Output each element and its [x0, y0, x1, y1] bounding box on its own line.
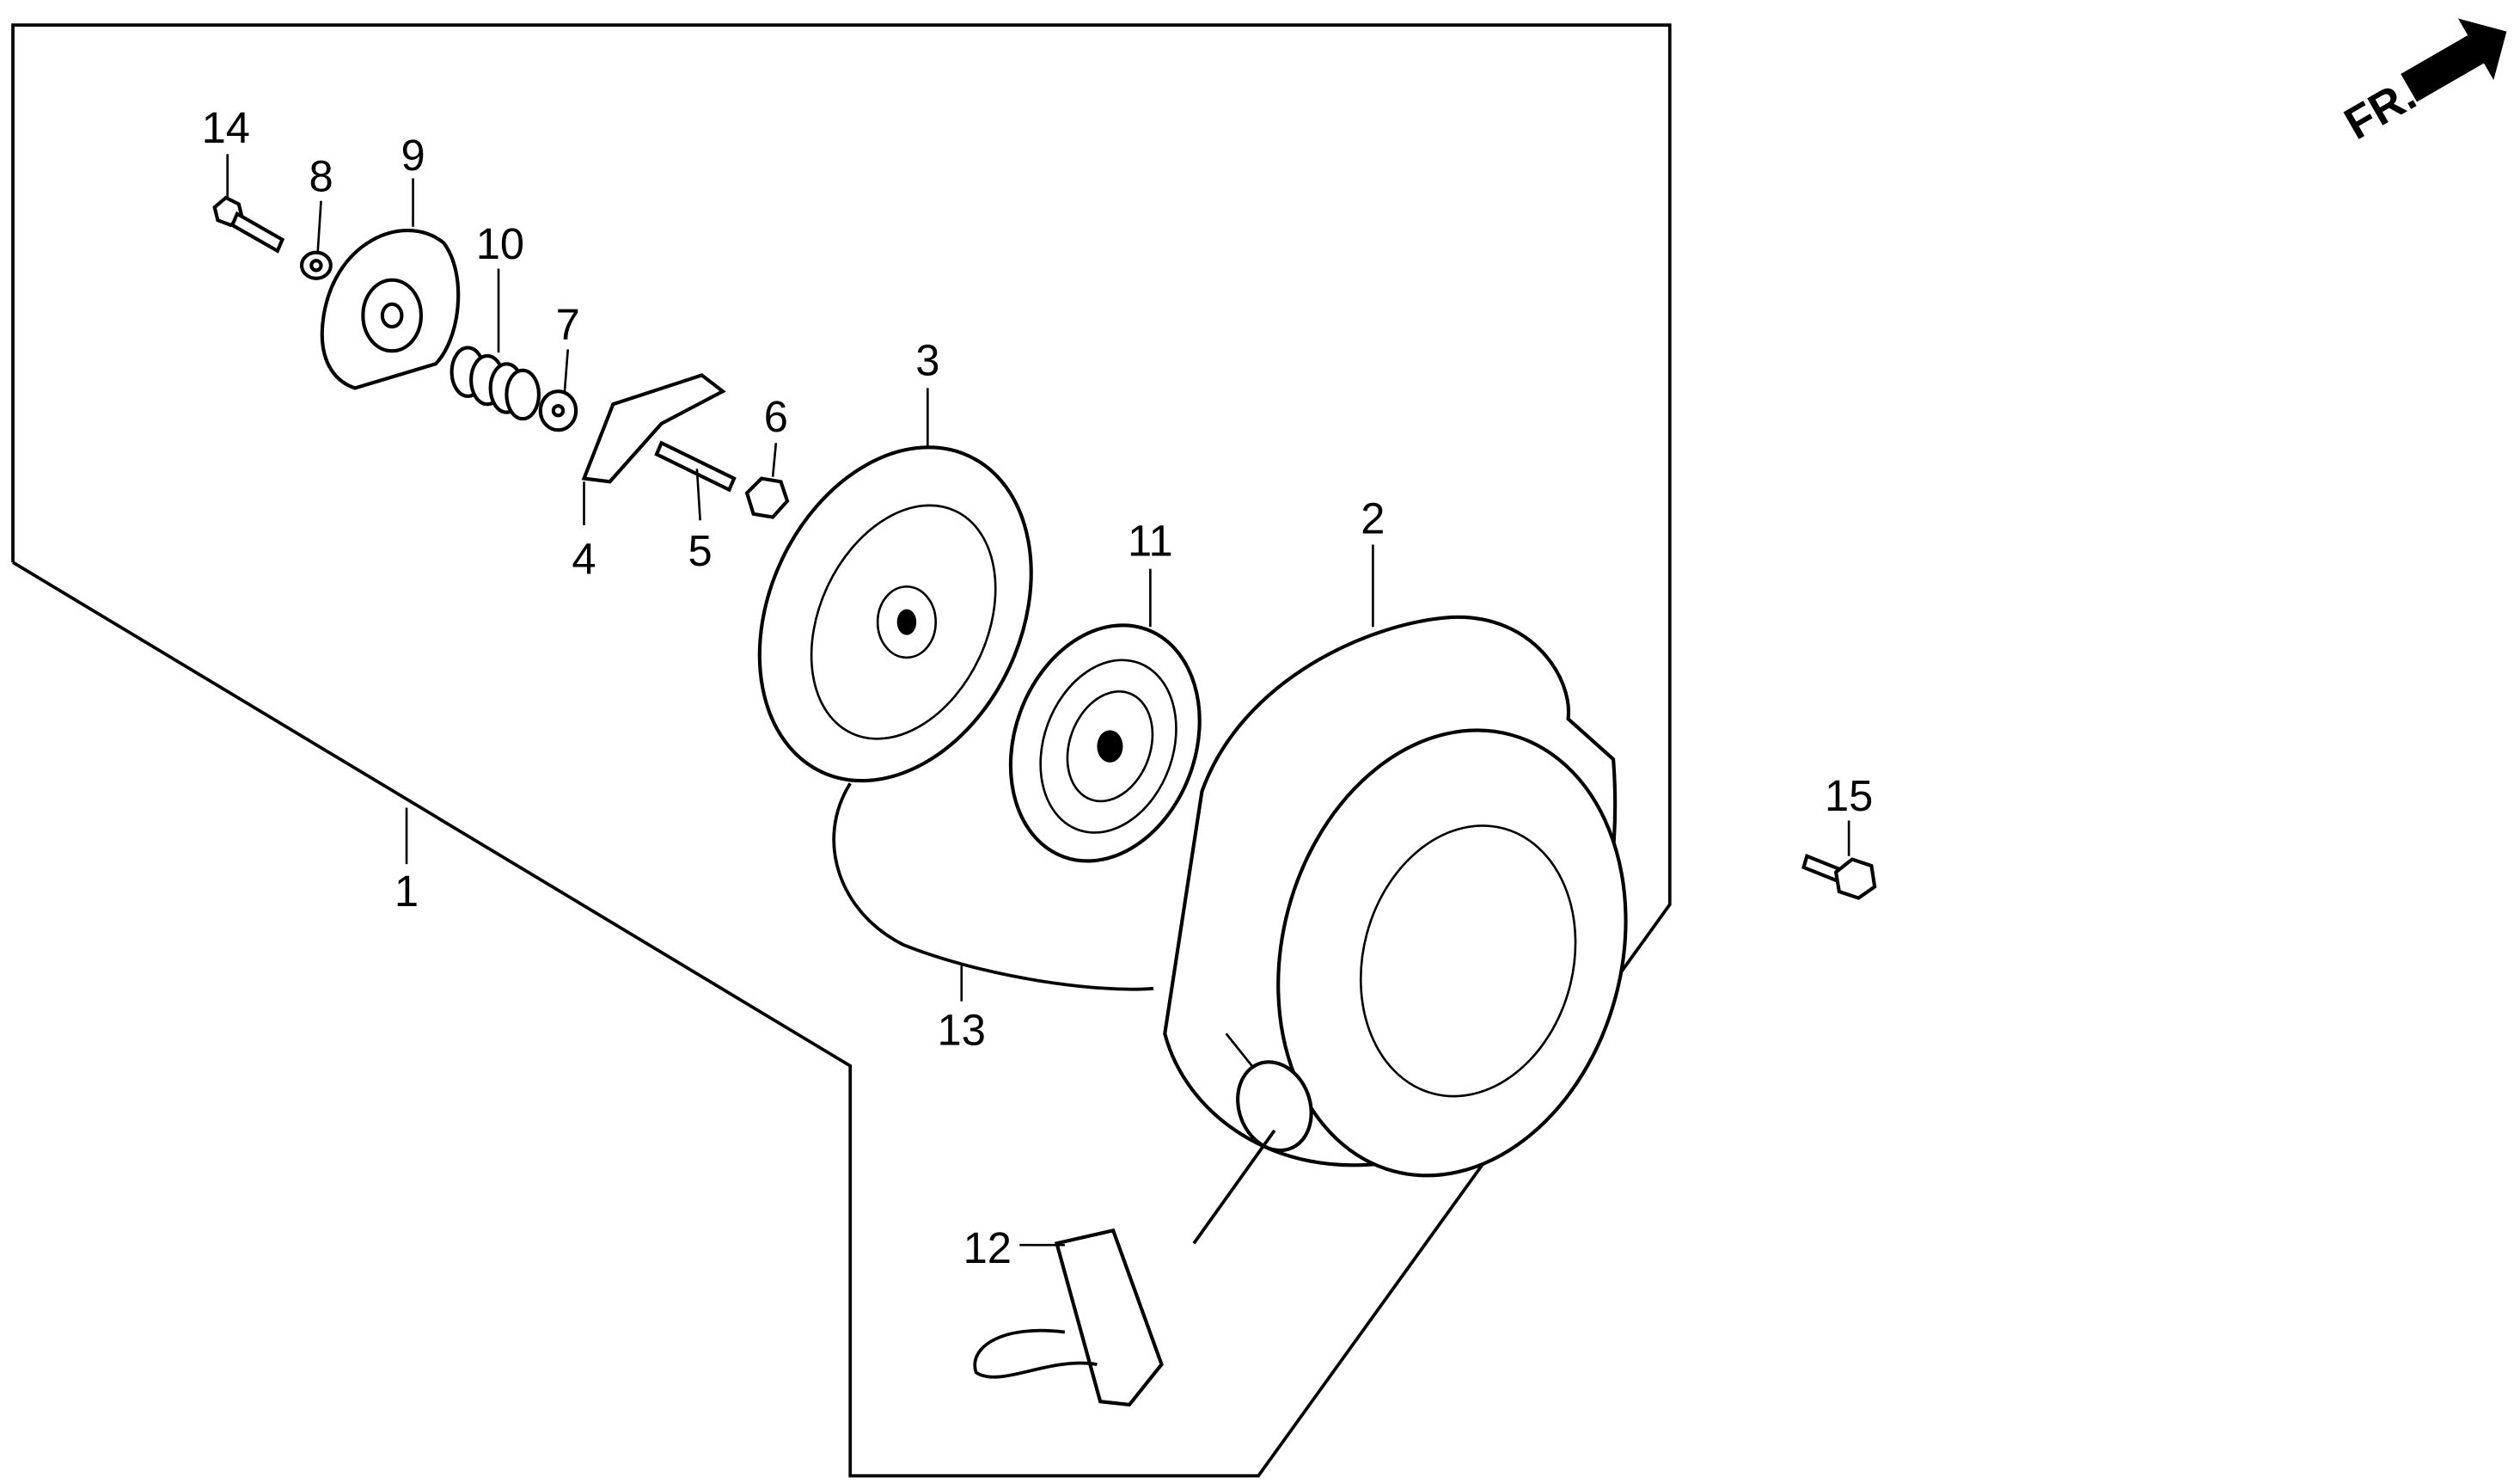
recoil-spring-11 [1008, 623, 1202, 863]
leader-lines [226, 154, 1850, 1247]
washer-7 [538, 389, 578, 432]
assembly-outline [11, 23, 1672, 1478]
callout-9: 9 [401, 131, 425, 180]
pin-5 [654, 440, 737, 493]
callout-8: 8 [309, 151, 333, 200]
callout-14: 14 [202, 103, 250, 152]
callout-1: 1 [395, 867, 419, 916]
callout-11: 11 [1128, 517, 1173, 566]
callout-3: 3 [915, 335, 939, 384]
callout-4: 4 [572, 534, 596, 583]
grip-12 [973, 1129, 1276, 1407]
friction-plate-9 [320, 229, 461, 390]
arrow-icon [2401, 18, 2507, 102]
starter-case-2 [1163, 615, 1628, 1178]
nut-6 [744, 476, 790, 519]
washer-8 [299, 250, 333, 280]
callout-10: 10 [476, 219, 524, 268]
front-direction-indicator: FR. [2336, 18, 2507, 150]
callout-5: 5 [688, 526, 713, 575]
bolt-15 [1801, 854, 1877, 900]
bolt-14 [212, 195, 285, 254]
callout-7: 7 [556, 300, 580, 349]
callout-12: 12 [963, 1223, 1012, 1272]
callout-2: 2 [1361, 493, 1385, 542]
callout-13: 13 [938, 1005, 986, 1054]
reel-3 [757, 445, 1033, 783]
callout-15: 15 [1825, 771, 1873, 820]
callout-6: 6 [764, 392, 788, 441]
ratchet-4 [581, 373, 726, 484]
rope-13 [832, 782, 1154, 991]
spring-10 [450, 346, 541, 421]
